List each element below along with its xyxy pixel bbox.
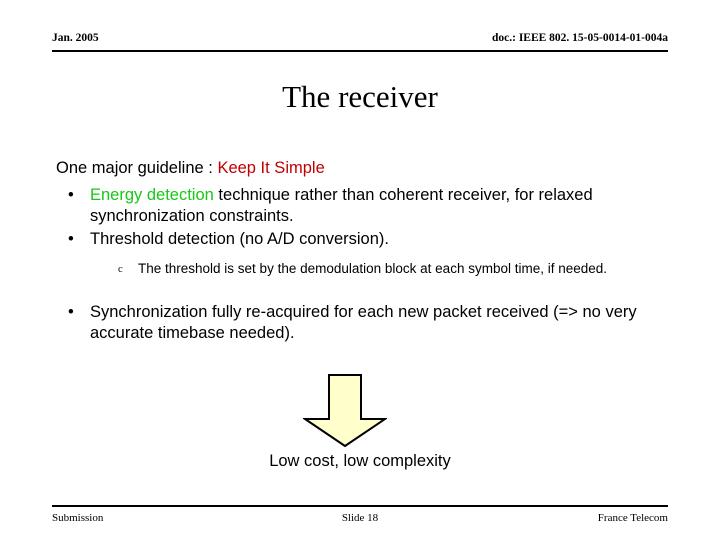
- lead-prefix: One major guideline :: [56, 159, 218, 177]
- slide-footer: Submission Slide 18 France Telecom: [52, 505, 668, 529]
- footer-divider: [52, 505, 668, 507]
- bullet-text: technique rather than coherent receiver,…: [90, 186, 593, 225]
- page-title: The receiver: [282, 79, 438, 114]
- bullet-energy-detection: • Energy detection technique rather than…: [56, 185, 676, 227]
- slide-header: Jan. 2005 doc.: IEEE 802. 15-05-0014-01-…: [52, 31, 668, 53]
- header-divider: [52, 50, 668, 52]
- arrow-down-icon: [303, 374, 387, 448]
- bullet-marker-icon: •: [68, 230, 74, 248]
- header-doc-id: doc.: IEEE 802. 15-05-0014-01-004a: [491, 32, 668, 44]
- down-arrow-shape: [303, 374, 387, 448]
- summary-caption: Low cost, low complexity: [269, 452, 451, 470]
- bullet-text: Synchronization fully re-acquired for ea…: [90, 303, 637, 342]
- bullet-synchronization: • Synchronization fully re-acquired for …: [56, 302, 676, 344]
- lead-highlight: Keep It Simple: [217, 159, 325, 177]
- spacer: [56, 288, 676, 302]
- sub-bullet-marker-icon: c: [118, 264, 123, 275]
- slide-body: One major guideline : Keep It Simple • E…: [56, 157, 676, 346]
- footer-slide-number: Slide 18: [341, 512, 379, 524]
- header-date: Jan. 2005: [52, 32, 99, 44]
- sub-bullet-threshold-note: c The threshold is set by the demodulati…: [98, 260, 676, 278]
- sub-bullet-text: The threshold is set by the demodulation…: [138, 261, 608, 276]
- footer-submission: Submission: [52, 512, 104, 524]
- bullet-text: Threshold detection (no A/D conversion).: [90, 230, 389, 248]
- bullet-highlight: Energy detection: [90, 186, 214, 204]
- bullet-marker-icon: •: [68, 303, 74, 321]
- bullet-marker-icon: •: [68, 186, 74, 204]
- lead-line: One major guideline : Keep It Simple: [56, 157, 676, 179]
- bullet-threshold-detection: • Threshold detection (no A/D conversion…: [56, 229, 676, 250]
- footer-organization: France Telecom: [597, 512, 668, 524]
